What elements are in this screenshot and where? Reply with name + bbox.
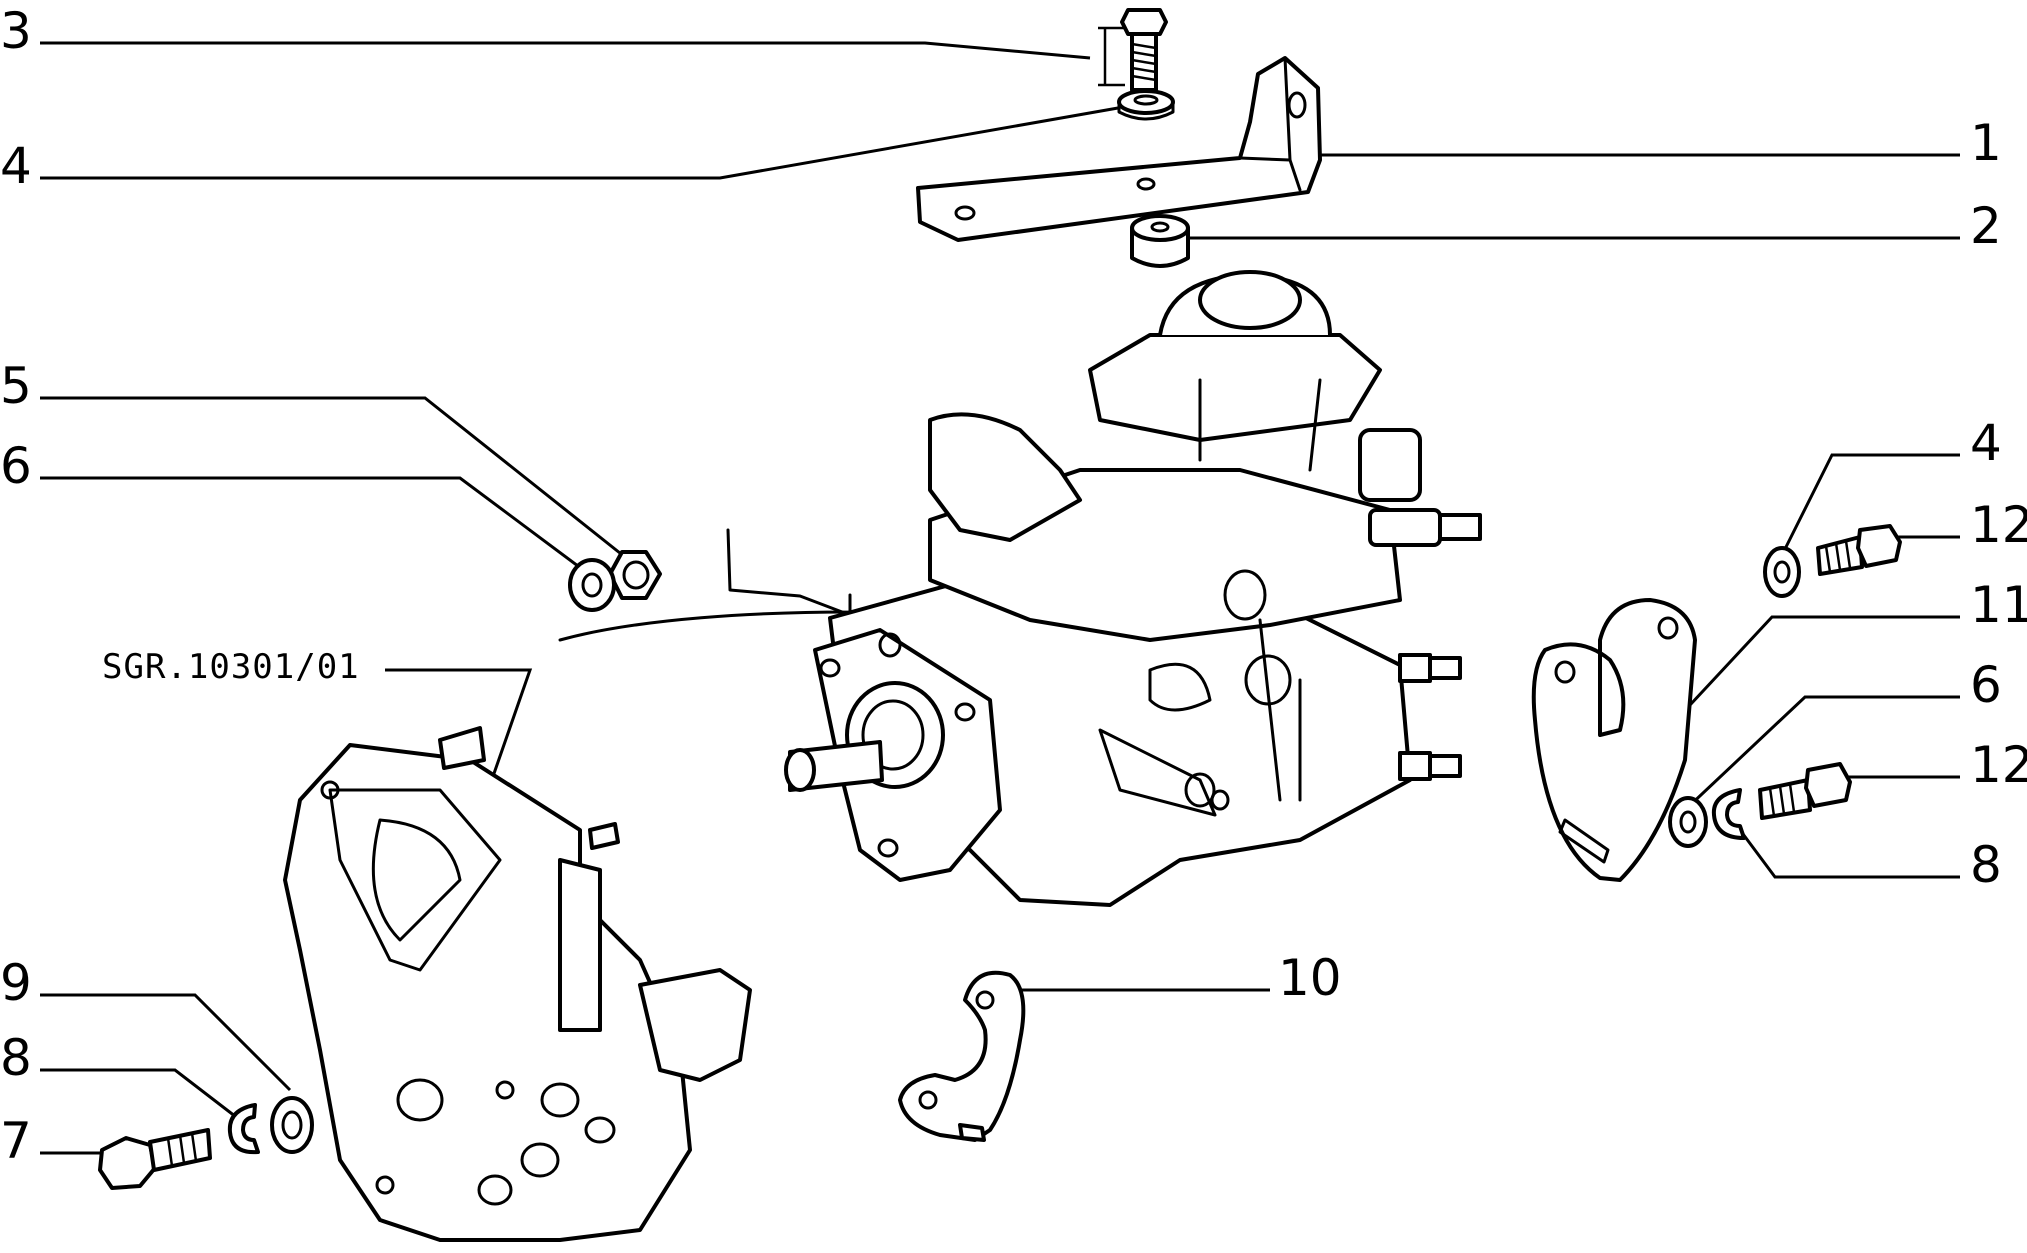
callout-11: 11 [1970, 576, 2027, 634]
bolt-part-7 [98, 1128, 212, 1190]
callout-9: 9 [0, 954, 32, 1012]
bolt-part-12-bottom [1758, 762, 1852, 820]
callout-12-top: 12 [1970, 496, 2027, 554]
washer-part-4-right [1763, 546, 1801, 598]
bolt-part-12-top [1816, 524, 1902, 576]
washer-part-6-left [568, 558, 616, 612]
lever-part-10 [898, 970, 1026, 1142]
callout-4-top: 4 [0, 137, 32, 195]
nut-part-5 [608, 550, 662, 600]
callout-8-left: 8 [0, 1029, 32, 1087]
callout-1: 1 [1970, 114, 2002, 172]
pump-bracket-housing [283, 726, 752, 1242]
leader-lines [40, 41, 1960, 1155]
callout-labels: 3 4 1 2 5 6 4 12 11 6 12 8 10 9 8 7 SGR.… [0, 2, 2027, 1170]
injection-pump-assembly [558, 270, 1482, 907]
callout-8-right: 8 [1970, 836, 2002, 894]
plate-part-11 [1531, 598, 1697, 882]
callout-4-right: 4 [1970, 414, 2002, 472]
lock-washer-part-8-left [227, 1103, 260, 1155]
callout-5: 5 [0, 357, 32, 415]
spacer-part-2 [1130, 214, 1190, 268]
lock-washer-part-8-right [1711, 788, 1746, 840]
washer-part-9 [270, 1096, 314, 1154]
bracket-part-1 [916, 56, 1322, 242]
washer-part-4-top [1117, 89, 1175, 121]
callout-10: 10 [1278, 949, 1342, 1007]
callout-7: 7 [0, 1112, 32, 1170]
callout-6-left: 6 [0, 437, 32, 495]
callout-6-right: 6 [1970, 656, 2002, 714]
reference-code: SGR.10301/01 [102, 647, 360, 687]
washer-part-6-right [1668, 796, 1708, 848]
bolt-part-3 [1098, 8, 1168, 92]
callout-12-bottom: 12 [1970, 736, 2027, 794]
callout-2: 2 [1970, 197, 2002, 255]
callout-3: 3 [0, 2, 32, 60]
